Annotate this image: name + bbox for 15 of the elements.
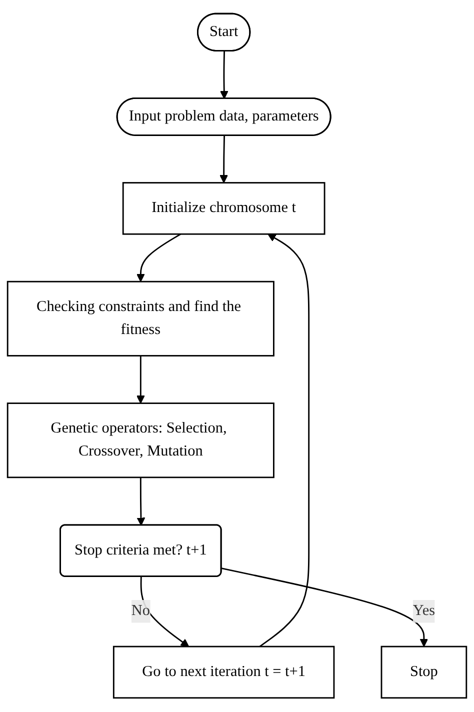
arrow [221, 568, 428, 648]
edge-label: Yes [412, 603, 436, 620]
arrow [136, 356, 145, 404]
arrow [136, 478, 146, 526]
node-box: Checking constraints and find the fitness [6, 281, 274, 357]
edge-label: No [131, 603, 150, 620]
node-box: Genetic operators: Selection, Crossover, Mutation [6, 402, 274, 478]
arrow [220, 136, 228, 184]
node-box: Initialize chromosome t [122, 182, 326, 236]
node-box: Stop [380, 646, 468, 699]
node-box: Go to next iteration t = t+1 [112, 646, 335, 699]
arrow [136, 234, 181, 282]
arrow [259, 234, 310, 648]
arrow [140, 576, 190, 648]
arrow [220, 51, 228, 100]
